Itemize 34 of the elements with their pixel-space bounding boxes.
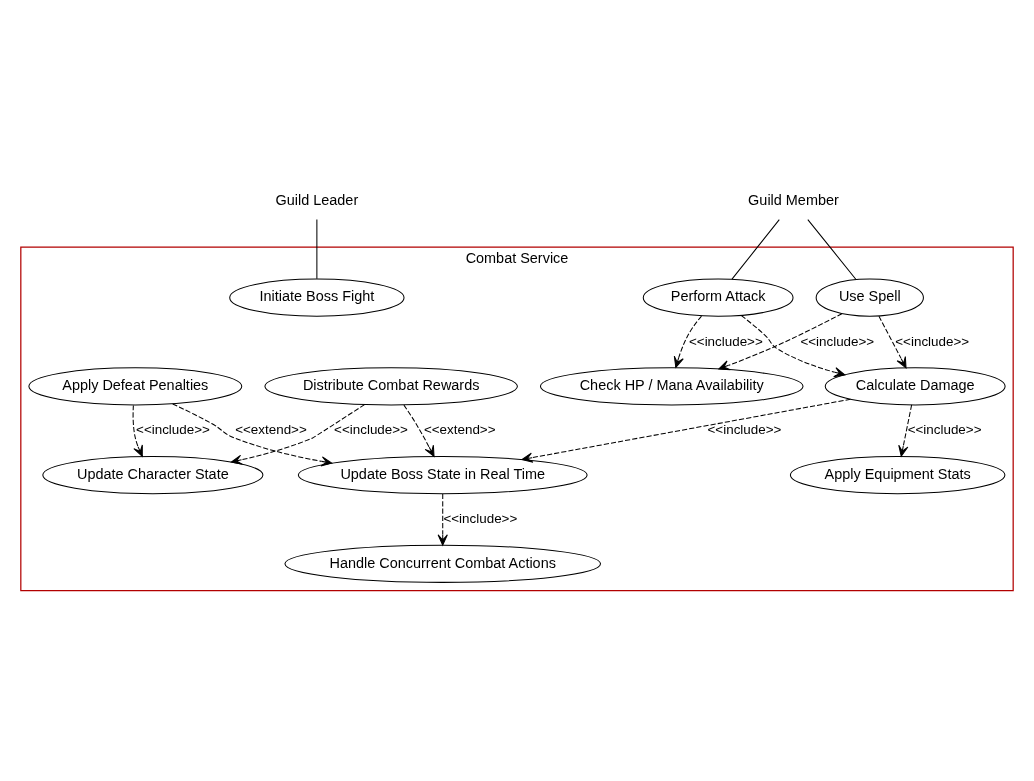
edge-label: <<extend>>: [235, 422, 307, 438]
edge-label: <<include>>: [688, 333, 763, 349]
connector: [807, 219, 857, 280]
arrow: [740, 315, 846, 378]
edge-label: <<include>>: [443, 510, 518, 526]
arrow: [403, 404, 435, 457]
arrow: [132, 404, 143, 457]
arrow: [172, 403, 333, 467]
node-ellipse: Use Spell: [815, 278, 924, 317]
arrow: [673, 315, 702, 368]
edge-label: <<include>>: [895, 333, 970, 349]
node-ellipse: Apply Defeat Penalties: [28, 367, 243, 406]
arrow: [878, 315, 907, 369]
edge-label: <<include>>: [136, 422, 210, 438]
edge-label: <<include>>: [800, 333, 875, 349]
edge-label: <<include>>: [334, 422, 408, 438]
edge-label: <<include>>: [707, 422, 782, 438]
node-text: Guild Member: [748, 191, 839, 208]
edge-label: <<extend>>: [423, 422, 496, 438]
arrow: [718, 313, 843, 371]
arrow: [898, 404, 913, 457]
node-ellipse: Initiate Boss Fight: [229, 278, 405, 317]
node-ellipse: Perform Attack: [642, 278, 794, 317]
connector: [316, 219, 318, 280]
node-ellipse: Distribute Combat Rewards: [264, 367, 518, 406]
arrow: [521, 398, 851, 463]
arrow: [437, 493, 448, 546]
node-text: Guild Leader: [275, 191, 359, 208]
node-ellipse: Check HP / Mana Availability: [539, 367, 804, 406]
arrow: [230, 404, 366, 465]
node-ellipse: Apply Equipment Stats: [789, 456, 1006, 495]
connector: [731, 219, 780, 280]
node-ellipse: Handle Concurrent Combat Actions: [284, 544, 602, 583]
edge-label: <<include>>: [907, 422, 982, 438]
